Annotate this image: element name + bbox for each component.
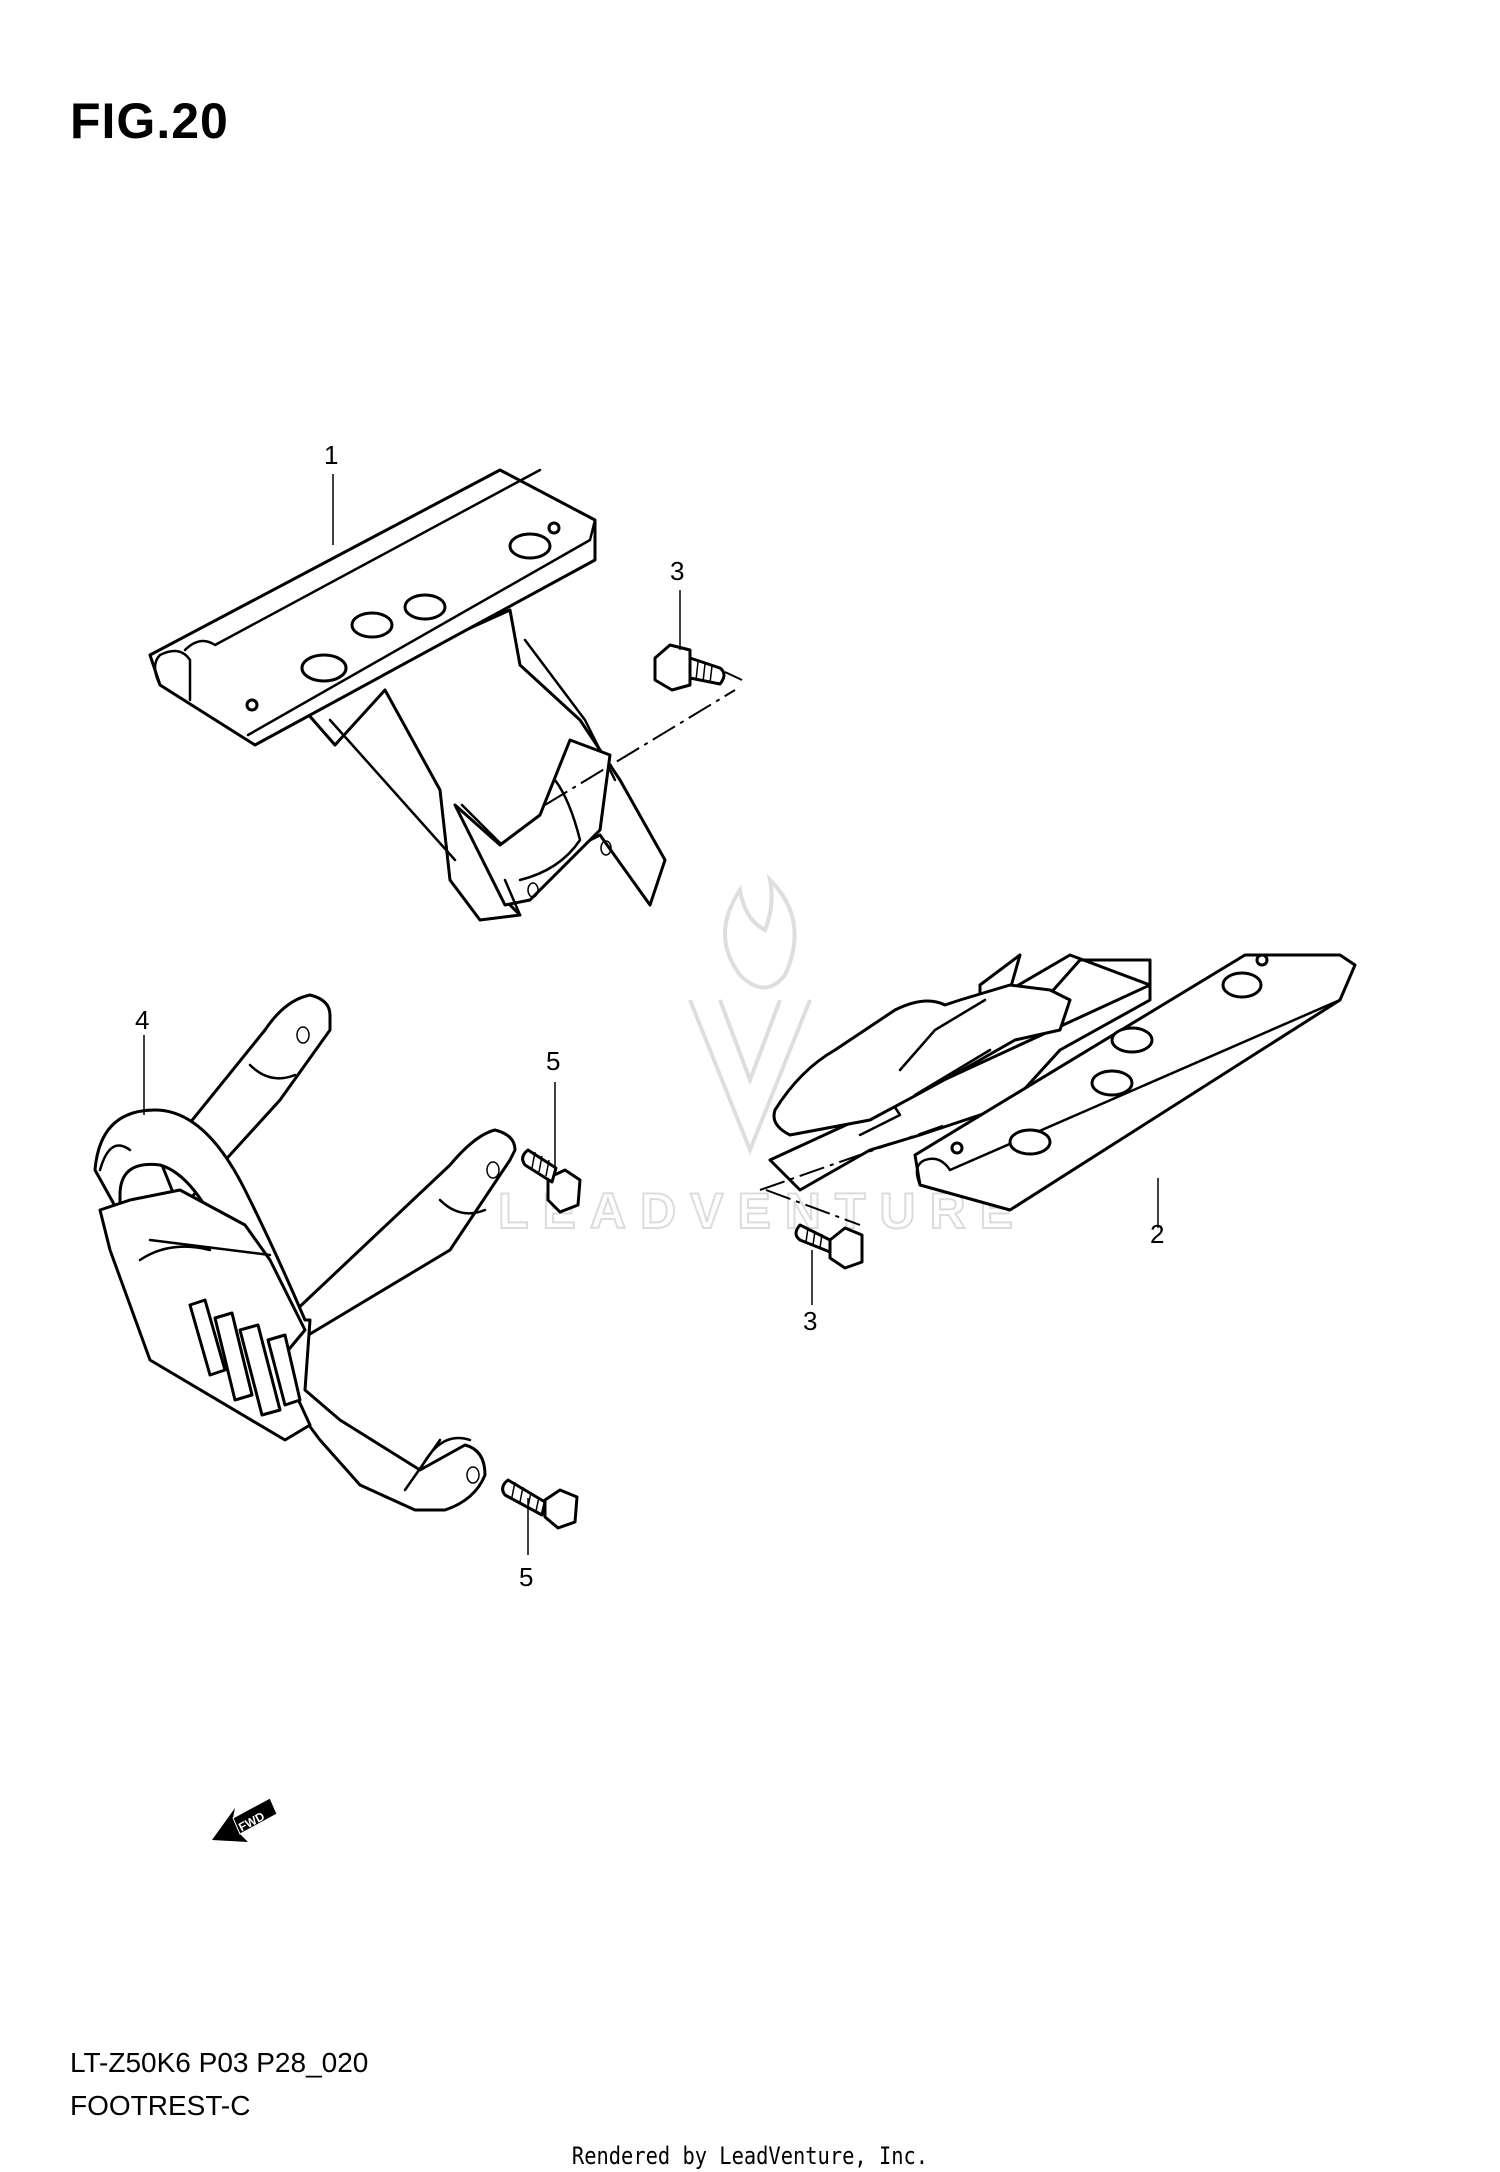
part-4-front-guard[interactable] [93, 993, 517, 1512]
callout-5-lower: 5 [519, 1562, 533, 1592]
callout-3-top: 3 [670, 556, 684, 586]
callout-5-upper: 5 [546, 1046, 560, 1076]
part-3-bolt-top[interactable] [653, 643, 743, 692]
callout-1: 1 [324, 440, 338, 470]
watermark-text: LEADVENTURE [498, 1183, 1027, 1239]
part-1-footrest-bracket[interactable] [148, 468, 736, 922]
model-code: LT-Z50K6 P03 P28_020 [70, 2047, 369, 2078]
watermark: LEADVENTURE [497, 873, 1027, 1240]
callout-3-right: 3 [803, 1306, 817, 1336]
rendered-by-footer: Rendered by LeadVenture, Inc. [571, 2142, 929, 2170]
part-5-bolt-lower[interactable] [501, 1478, 579, 1530]
callout-4: 4 [135, 1005, 149, 1035]
leader-lines [143, 474, 1159, 1555]
callout-2: 2 [1150, 1219, 1164, 1249]
watermark-logo-icon [688, 873, 812, 1156]
part-3-bolt-right[interactable] [794, 1223, 864, 1270]
section-name: FOOTREST-C [70, 2090, 251, 2121]
figure-title: FIG.20 [70, 93, 229, 149]
part-2-footrest-bracket[interactable] [759, 953, 1357, 1226]
part-5-bolt-upper[interactable] [521, 1148, 582, 1214]
fwd-arrow-icon: FWD [212, 1797, 278, 1842]
